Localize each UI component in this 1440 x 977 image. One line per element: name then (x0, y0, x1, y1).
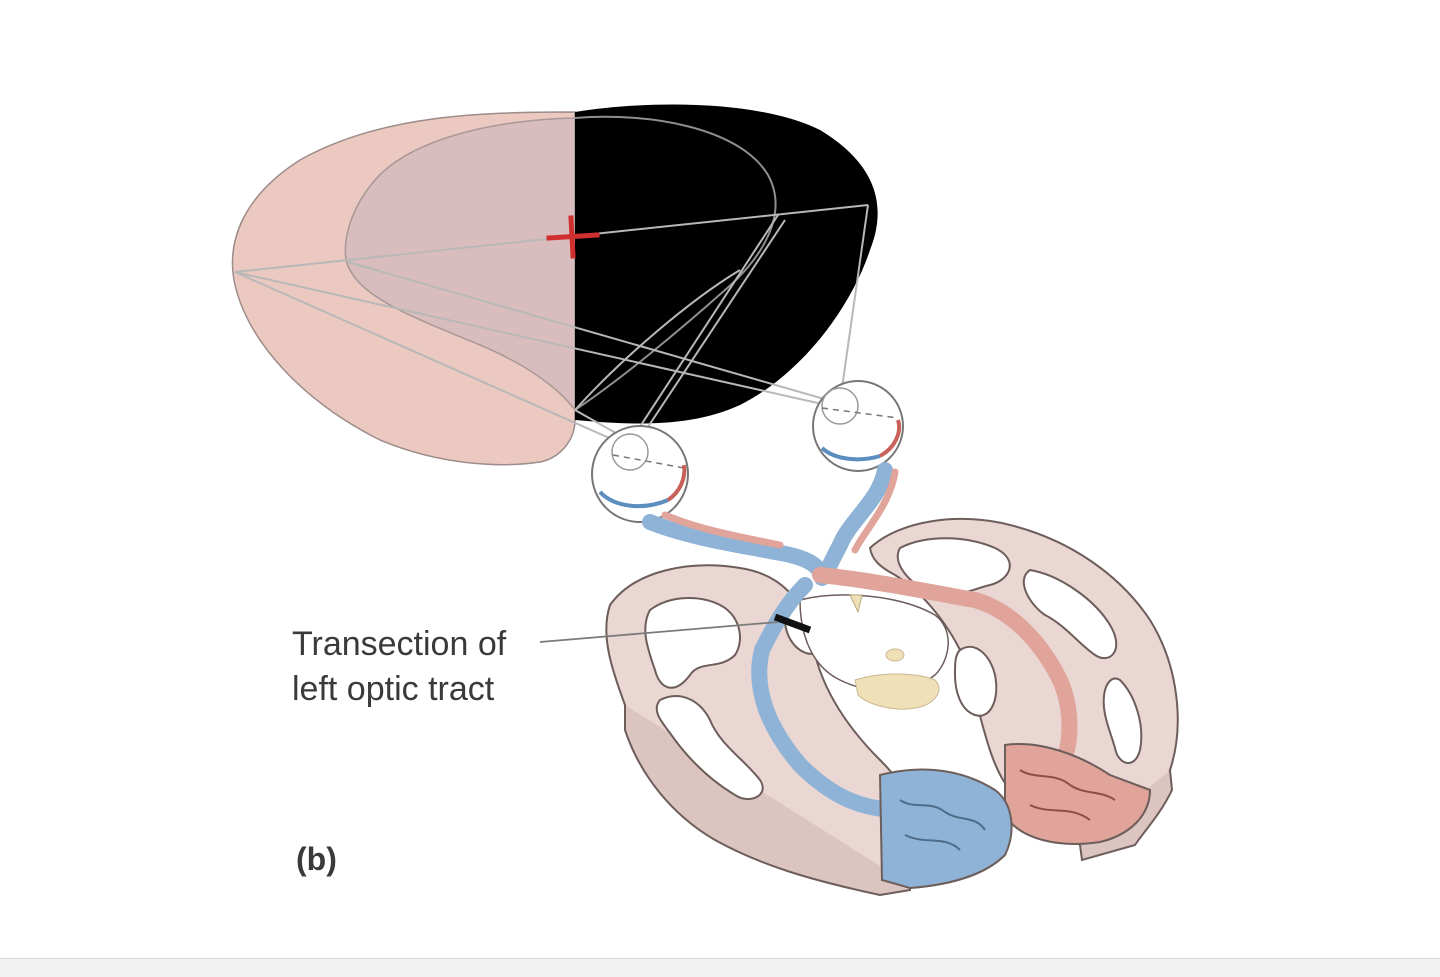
annotation-line-2: left optic tract (292, 670, 495, 708)
third-ventricle-mark (849, 594, 863, 614)
visual-field-right-half-blind (575, 104, 878, 424)
left-eye (591, 425, 689, 523)
right-optic-tract (812, 567, 1078, 778)
visual-field-central-zone (344, 117, 576, 413)
annotation-leader-line (539, 621, 779, 643)
fixation-cross (546, 215, 600, 259)
occipital-folds-right (1019, 769, 1116, 821)
lateral-geniculate-region (854, 673, 940, 710)
right-optic-nerve-red-fibers (851, 468, 899, 554)
midline-nucleus (885, 648, 905, 662)
brain-section (605, 462, 1179, 897)
panel-label: (b) (296, 841, 337, 877)
annotation-line-1: Transection of (292, 625, 507, 663)
visual-field-central-zone-right (574, 115, 777, 411)
bottom-scroll-strip (0, 958, 1440, 977)
right-optic-radiation (1004, 743, 1152, 845)
left-optic-nerve (642, 514, 828, 580)
left-optic-tract (751, 577, 908, 818)
occipital-folds (899, 799, 986, 851)
left-optic-nerve-red-fibers (661, 511, 784, 549)
right-eye (812, 380, 904, 472)
thalamus-region (799, 594, 949, 692)
projection-lines (234, 204, 869, 446)
left-optic-radiation (878, 768, 1013, 890)
visual-field (231, 104, 878, 466)
transection-mark (773, 613, 812, 634)
